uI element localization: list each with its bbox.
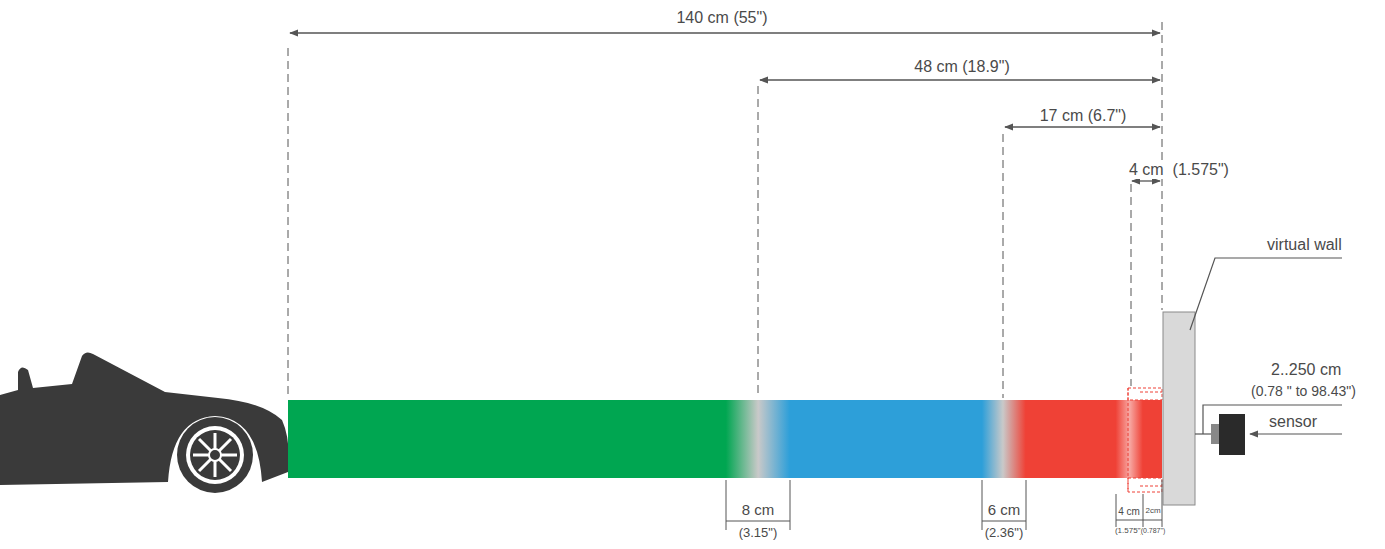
zone-marks: [1128, 388, 1162, 492]
dimension-label: 17 cm (6.7"): [1039, 107, 1128, 125]
dimension-label: (0.787"): [1141, 527, 1166, 535]
dimension-label: 4 cm: [1118, 506, 1140, 517]
dimension-arrows: [290, 33, 1160, 181]
dimension-label: 4 cm (1.575"): [1128, 161, 1230, 179]
dimension-label: 6 cm: [987, 502, 1022, 519]
sensor-lens: [1211, 424, 1220, 444]
car-silhouette: [0, 352, 289, 493]
range-label: 2..250 cm: [1270, 361, 1342, 379]
dimension-label: (2.36"): [984, 526, 1025, 540]
dimension-label: 48 cm (18.9"): [913, 58, 1011, 76]
dimension-label: 140 cm (55"): [675, 9, 768, 27]
extension-lines: [288, 22, 1162, 398]
range-label: (0.78 " to 98.43"): [1250, 384, 1357, 399]
dimension-label: (3.15"): [738, 526, 779, 540]
sensor-body: [1219, 414, 1245, 455]
bottom-ticks: [726, 480, 1162, 530]
part-name: sensor: [1268, 413, 1318, 431]
part-name: virtual wall: [1266, 236, 1343, 254]
virtual-wall: [1163, 312, 1195, 505]
dimension-label: 2cm: [1145, 507, 1160, 516]
leader-lines: [1190, 258, 1342, 434]
dimension-label: (1.575"): [1115, 527, 1143, 536]
dimension-label: 8 cm: [741, 502, 776, 519]
distance-bar: [288, 400, 1162, 478]
